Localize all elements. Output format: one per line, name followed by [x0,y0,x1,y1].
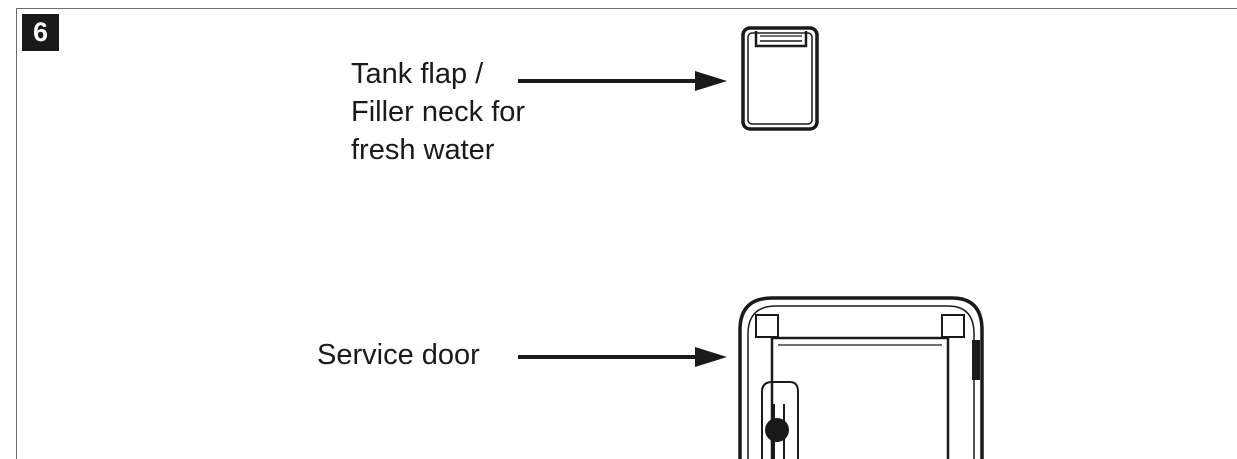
tank-flap-label-line-2: Filler neck for [351,96,526,128]
tank-flap-arrow [518,71,727,91]
tank-flap-label-line-1: Tank flap / [351,58,484,90]
step-number-badge: 6 [22,14,59,51]
tank-flap-label: Tank flap / Filler neck for fresh water [351,55,525,169]
service-door-icon [738,296,984,459]
diagram-frame [16,8,1237,459]
tank-flap-label-line-3: fresh water [351,134,495,166]
service-door-label-line-1: Service door [317,339,480,371]
service-door-label: Service door [317,336,480,374]
tank-flap-icon [741,26,819,131]
service-door-arrow [518,347,727,367]
